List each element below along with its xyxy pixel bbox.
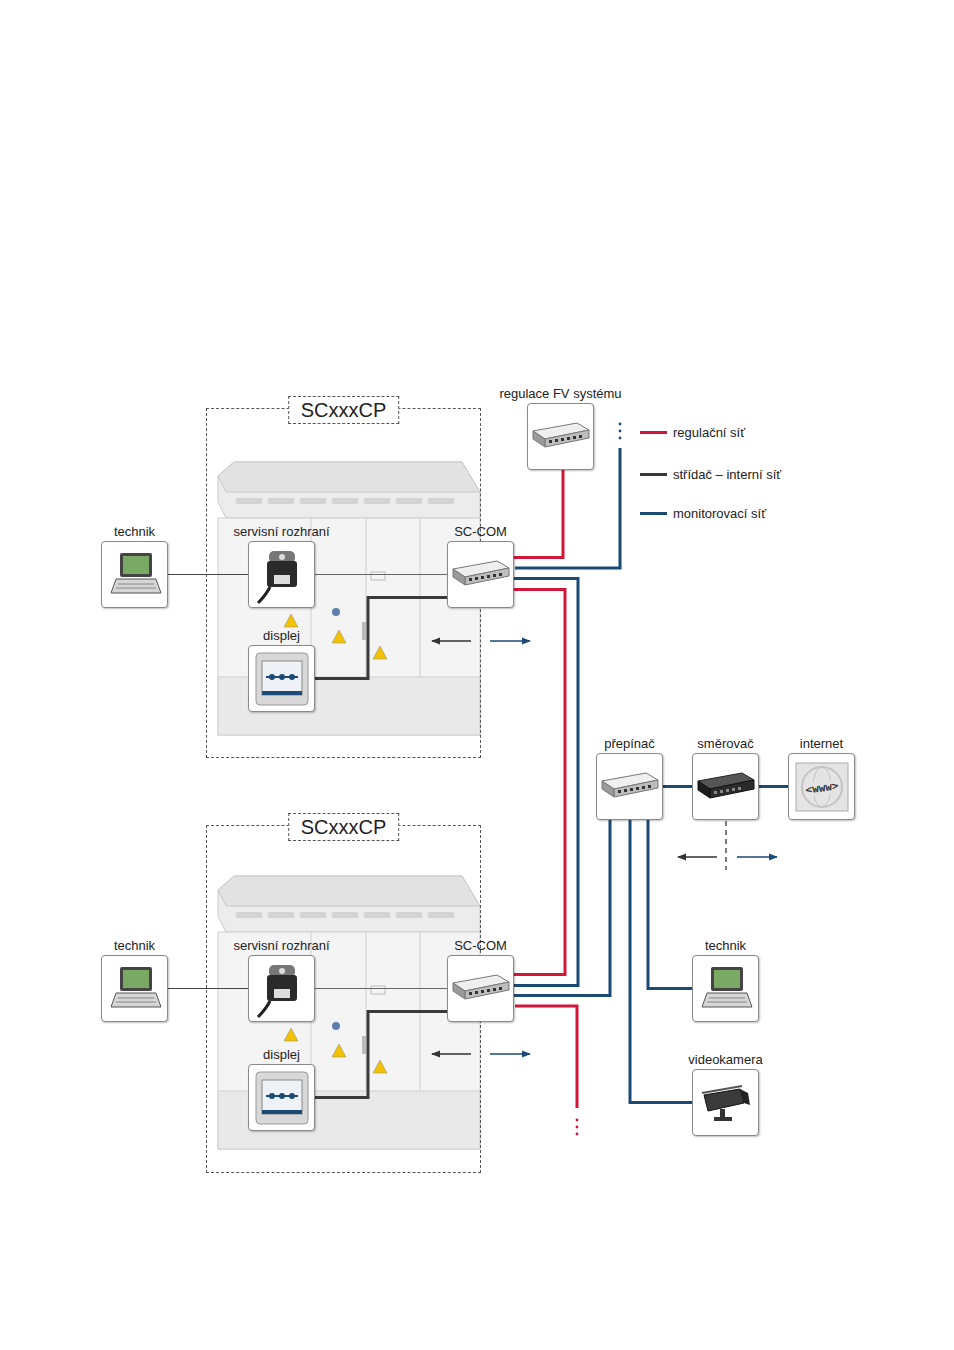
network-cable	[315, 1012, 447, 1098]
legend-entry: monitorovací síť	[640, 506, 766, 521]
laptop-box: technik	[692, 955, 759, 1022]
network-cable	[648, 820, 692, 989]
box-label: technik	[114, 938, 155, 953]
network-cable	[663, 785, 692, 788]
legend-entry: regulační síť	[640, 425, 745, 440]
router-box: směrovač	[692, 753, 759, 820]
communication-unit-box: SC-COM	[447, 955, 514, 1022]
legend-swatch	[640, 512, 667, 515]
network-cable	[315, 598, 447, 679]
display-box: displej	[248, 1064, 315, 1131]
box-label: směrovač	[697, 736, 753, 751]
inverter-group: SCxxxCPservisní rozhraníSC-COMdisplej	[206, 408, 481, 758]
legend-text: regulační síť	[673, 425, 745, 440]
direction-arrows	[432, 641, 777, 1054]
box-label: displej	[263, 1047, 300, 1062]
inverter-group: SCxxxCPservisní rozhraníSC-COMdisplej	[206, 825, 481, 1173]
box-label: technik	[114, 524, 155, 539]
box-label: servisní rozhraní	[233, 524, 329, 539]
box-label: displej	[263, 628, 300, 643]
box-label: regulace FV systému	[499, 386, 621, 401]
legend-text: monitorovací síť	[673, 506, 766, 521]
communication-unit-box: SC-COM	[447, 541, 514, 608]
network-cable	[315, 988, 447, 989]
box-label: videokamera	[688, 1052, 762, 1067]
camera-box: videokamera	[692, 1069, 759, 1136]
group-title: SCxxxCP	[288, 396, 400, 424]
network-cable	[759, 785, 788, 788]
display-box: displej	[248, 645, 315, 712]
controller-box: regulace FV systému	[527, 403, 594, 470]
legend-text: střídač – interní síť	[673, 467, 781, 482]
box-label: servisní rozhraní	[233, 938, 329, 953]
network-cable	[514, 579, 578, 986]
service-interface-box: servisní rozhraní	[248, 955, 315, 1022]
box-label: SC-COM	[454, 938, 507, 953]
network-cable	[315, 574, 447, 575]
legend-swatch	[640, 431, 667, 434]
group-title: SCxxxCP	[288, 813, 400, 841]
network-cable	[168, 574, 248, 575]
network-cable	[514, 820, 610, 996]
network-cable	[514, 470, 563, 558]
box-label: SC-COM	[454, 524, 507, 539]
legend-entry: střídač – interní síť	[640, 467, 781, 482]
box-label: technik	[705, 938, 746, 953]
box-label: internet	[800, 736, 843, 751]
laptop-box: technik	[101, 955, 168, 1022]
laptop-box: technik	[101, 541, 168, 608]
network-cable	[630, 820, 692, 1103]
switch-box: přepínač	[596, 753, 663, 820]
legend-swatch	[640, 473, 667, 476]
network-cable	[514, 590, 565, 975]
network-cable	[168, 988, 248, 989]
service-interface-box: servisní rozhraní	[248, 541, 315, 608]
box-label: přepínač	[604, 736, 655, 751]
